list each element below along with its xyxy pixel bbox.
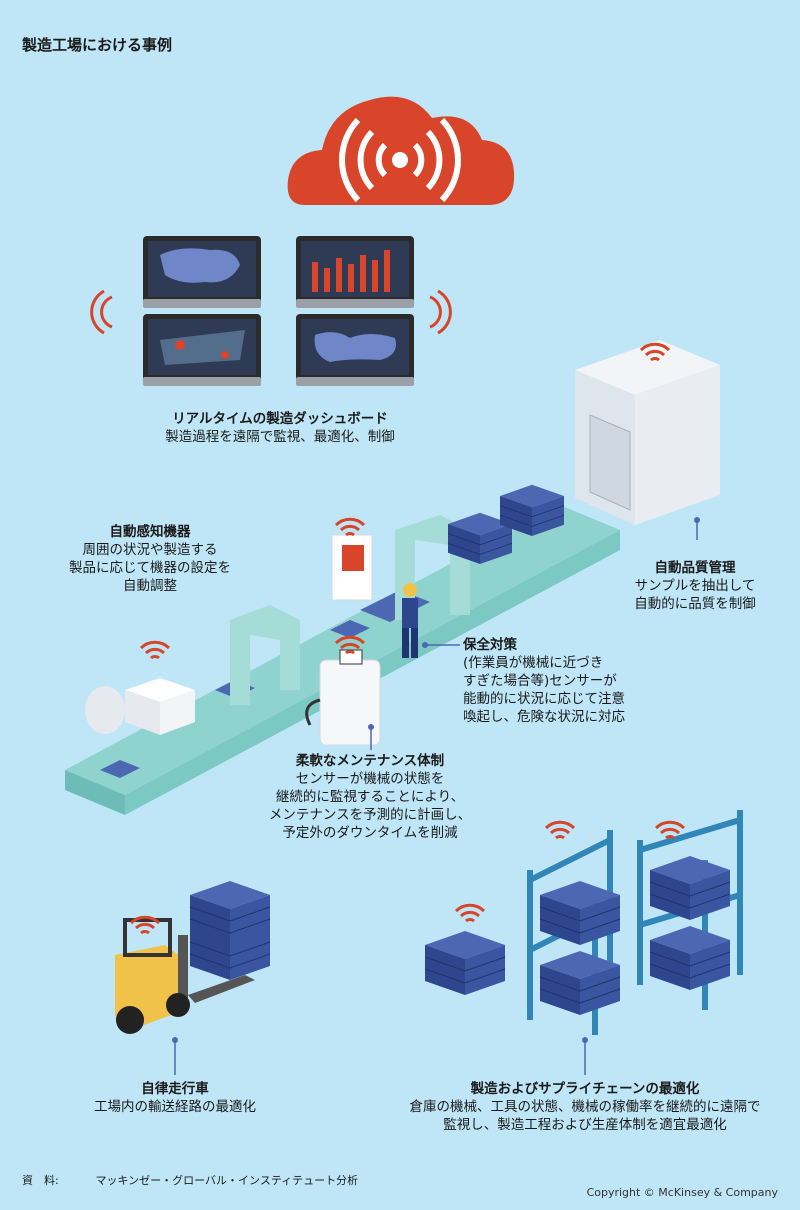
label-vehicle-head: 自律走行車: [141, 1081, 209, 1097]
label-sensing-head: 自動感知機器: [109, 524, 191, 540]
conveyor-belt-icon: [65, 484, 620, 815]
source-key: 資 料:: [22, 1174, 59, 1187]
copyright: Copyright © McKinsey & Company: [586, 1186, 778, 1199]
worker-icon: [402, 583, 418, 658]
dashboard-monitor-icon: [143, 236, 414, 386]
label-vehicle: 自律走行車 工場内の輸送経路の最適化: [60, 1080, 290, 1116]
label-supply: 製造およびサプライチェーンの最適化 倉庫の機械、工具の状態、機械の稼働率を継続的…: [380, 1080, 790, 1134]
label-quality-body: サンプルを抽出して 自動的に品質を制御: [634, 578, 756, 612]
label-maintenance: 柔軟なメンテナンス体制 センサーが機械の状態を 継続的に監視することにより、 メ…: [245, 752, 495, 842]
label-dashboard-body: 製造過程を遠隔で監視、最適化、制御: [165, 429, 395, 445]
quality-booth-icon: [575, 340, 720, 525]
label-supply-body: 倉庫の機械、工具の状態、機械の稼働率を継続的に遠隔で 監視し、製造工程および生産…: [409, 1099, 761, 1133]
page-title: 製造工場における事例: [22, 36, 173, 54]
storage-rack-icon: [424, 810, 743, 1035]
label-safety-head: 保全対策: [463, 637, 517, 653]
label-vehicle-body: 工場内の輸送経路の最適化: [94, 1099, 256, 1115]
source-value: マッキンゼー・グローバル・インスティテュート分析: [95, 1174, 359, 1187]
label-safety: 保全対策 (作業員が機械に近づき すぎた場合等)センサーが 能動的に状況に応じて…: [463, 636, 663, 726]
label-quality-head: 自動品質管理: [654, 560, 736, 576]
label-safety-body: (作業員が機械に近づき すぎた場合等)センサーが 能動的に状況に応じて注意 喚起…: [463, 655, 625, 725]
label-sensing: 自動感知機器 周囲の状況や製造する 製品に応じて機器の設定を 自動調整: [40, 523, 260, 595]
source-note: 資 料: マッキンゼー・グローバル・インスティテュート分析: [22, 1172, 358, 1188]
label-dashboard: リアルタイムの製造ダッシュボード 製造過程を遠隔で監視、最適化、制御: [150, 410, 410, 446]
label-supply-head: 製造およびサプライチェーンの最適化: [470, 1081, 700, 1097]
label-maintenance-body: センサーが機械の状態を 継続的に監視することにより、 メンテナンスを予測的に計画…: [268, 771, 472, 841]
label-maintenance-head: 柔軟なメンテナンス体制: [295, 753, 445, 769]
cloud-wifi-icon: [287, 96, 515, 205]
label-quality: 自動品質管理 サンプルを抽出して 自動的に品質を制御: [600, 559, 790, 613]
label-dashboard-head: リアルタイムの製造ダッシュボード: [172, 411, 388, 427]
forklift-icon: [115, 880, 271, 1034]
wifi-signal-icon: [90, 289, 452, 335]
label-sensing-body: 周囲の状況や製造する 製品に応じて機器の設定を 自動調整: [69, 542, 231, 594]
